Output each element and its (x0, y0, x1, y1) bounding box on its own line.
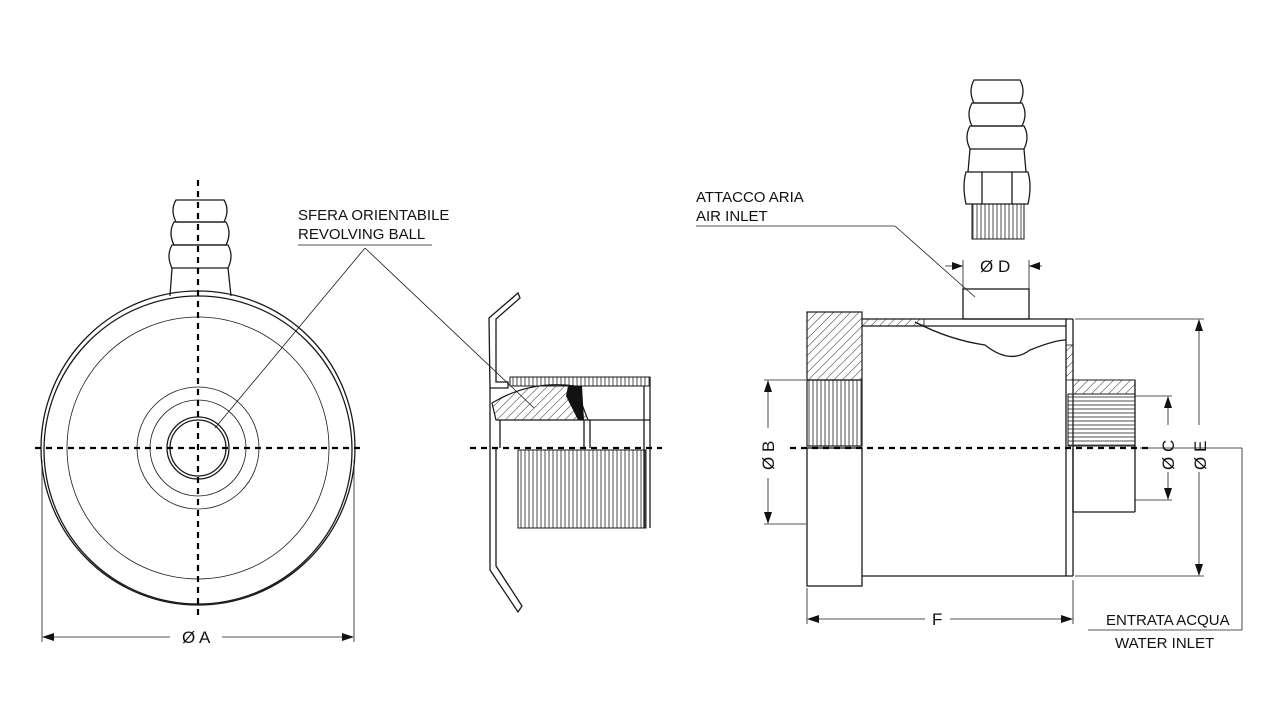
water-inlet-label-it: ENTRATA ACQUA (1106, 612, 1230, 629)
water-inlet-thread (1067, 393, 1136, 447)
air-inlet-callout: ATTACCO ARIA AIR INLET (696, 189, 976, 298)
side-seal (566, 386, 584, 420)
right-section-view (790, 79, 1150, 587)
side-section-view (470, 291, 662, 614)
dimension-e-label: Ø E (1191, 441, 1210, 470)
dimension-c: Ø C (1135, 395, 1178, 501)
water-inlet-hatch (1072, 379, 1136, 395)
right-air-passage (914, 321, 1067, 357)
dimension-a-label: Ø A (182, 628, 211, 647)
water-inlet-label-en: WATER INLET (1115, 635, 1214, 652)
front-view: Ø A (35, 180, 362, 647)
air-inlet-label-it: ATTACCO ARIA (696, 189, 804, 206)
dimension-b-label: Ø B (759, 441, 778, 470)
dimension-b: Ø B (759, 379, 806, 525)
right-thread-nipple (971, 203, 1025, 240)
air-inlet-stub (962, 288, 1030, 320)
right-flange-lower (806, 447, 863, 587)
dimension-d-label: Ø D (980, 257, 1010, 276)
air-inlet-label-en: AIR INLET (696, 208, 768, 225)
dimension-c-label: Ø C (1159, 440, 1178, 470)
water-inlet-callout: ENTRATA ACQUA WATER INLET (1088, 447, 1243, 652)
dimension-f-label: F (932, 610, 942, 629)
side-flange (488, 291, 521, 389)
right-hex-nut (963, 171, 1031, 205)
dimension-d: Ø D (945, 257, 1042, 289)
side-lower-thread (517, 449, 647, 529)
dimension-a: Ø A (41, 460, 355, 647)
side-top-thread (509, 376, 651, 387)
front-hose-barb (168, 199, 232, 297)
right-hose-barb (966, 79, 1028, 173)
revolving-ball-label-en: REVOLVING BALL (298, 226, 425, 243)
right-flange-thread (806, 379, 863, 447)
revolving-ball-label-it: SFERA ORIENTABILE (298, 207, 449, 224)
dimension-f: F (806, 580, 1074, 629)
revolving-ball-callout: SFERA ORIENTABILE REVOLVING BALL (214, 207, 535, 429)
right-flange-hatch (806, 311, 863, 381)
right-end-hatch (1065, 344, 1074, 381)
right-body-top-hatch (861, 318, 925, 327)
